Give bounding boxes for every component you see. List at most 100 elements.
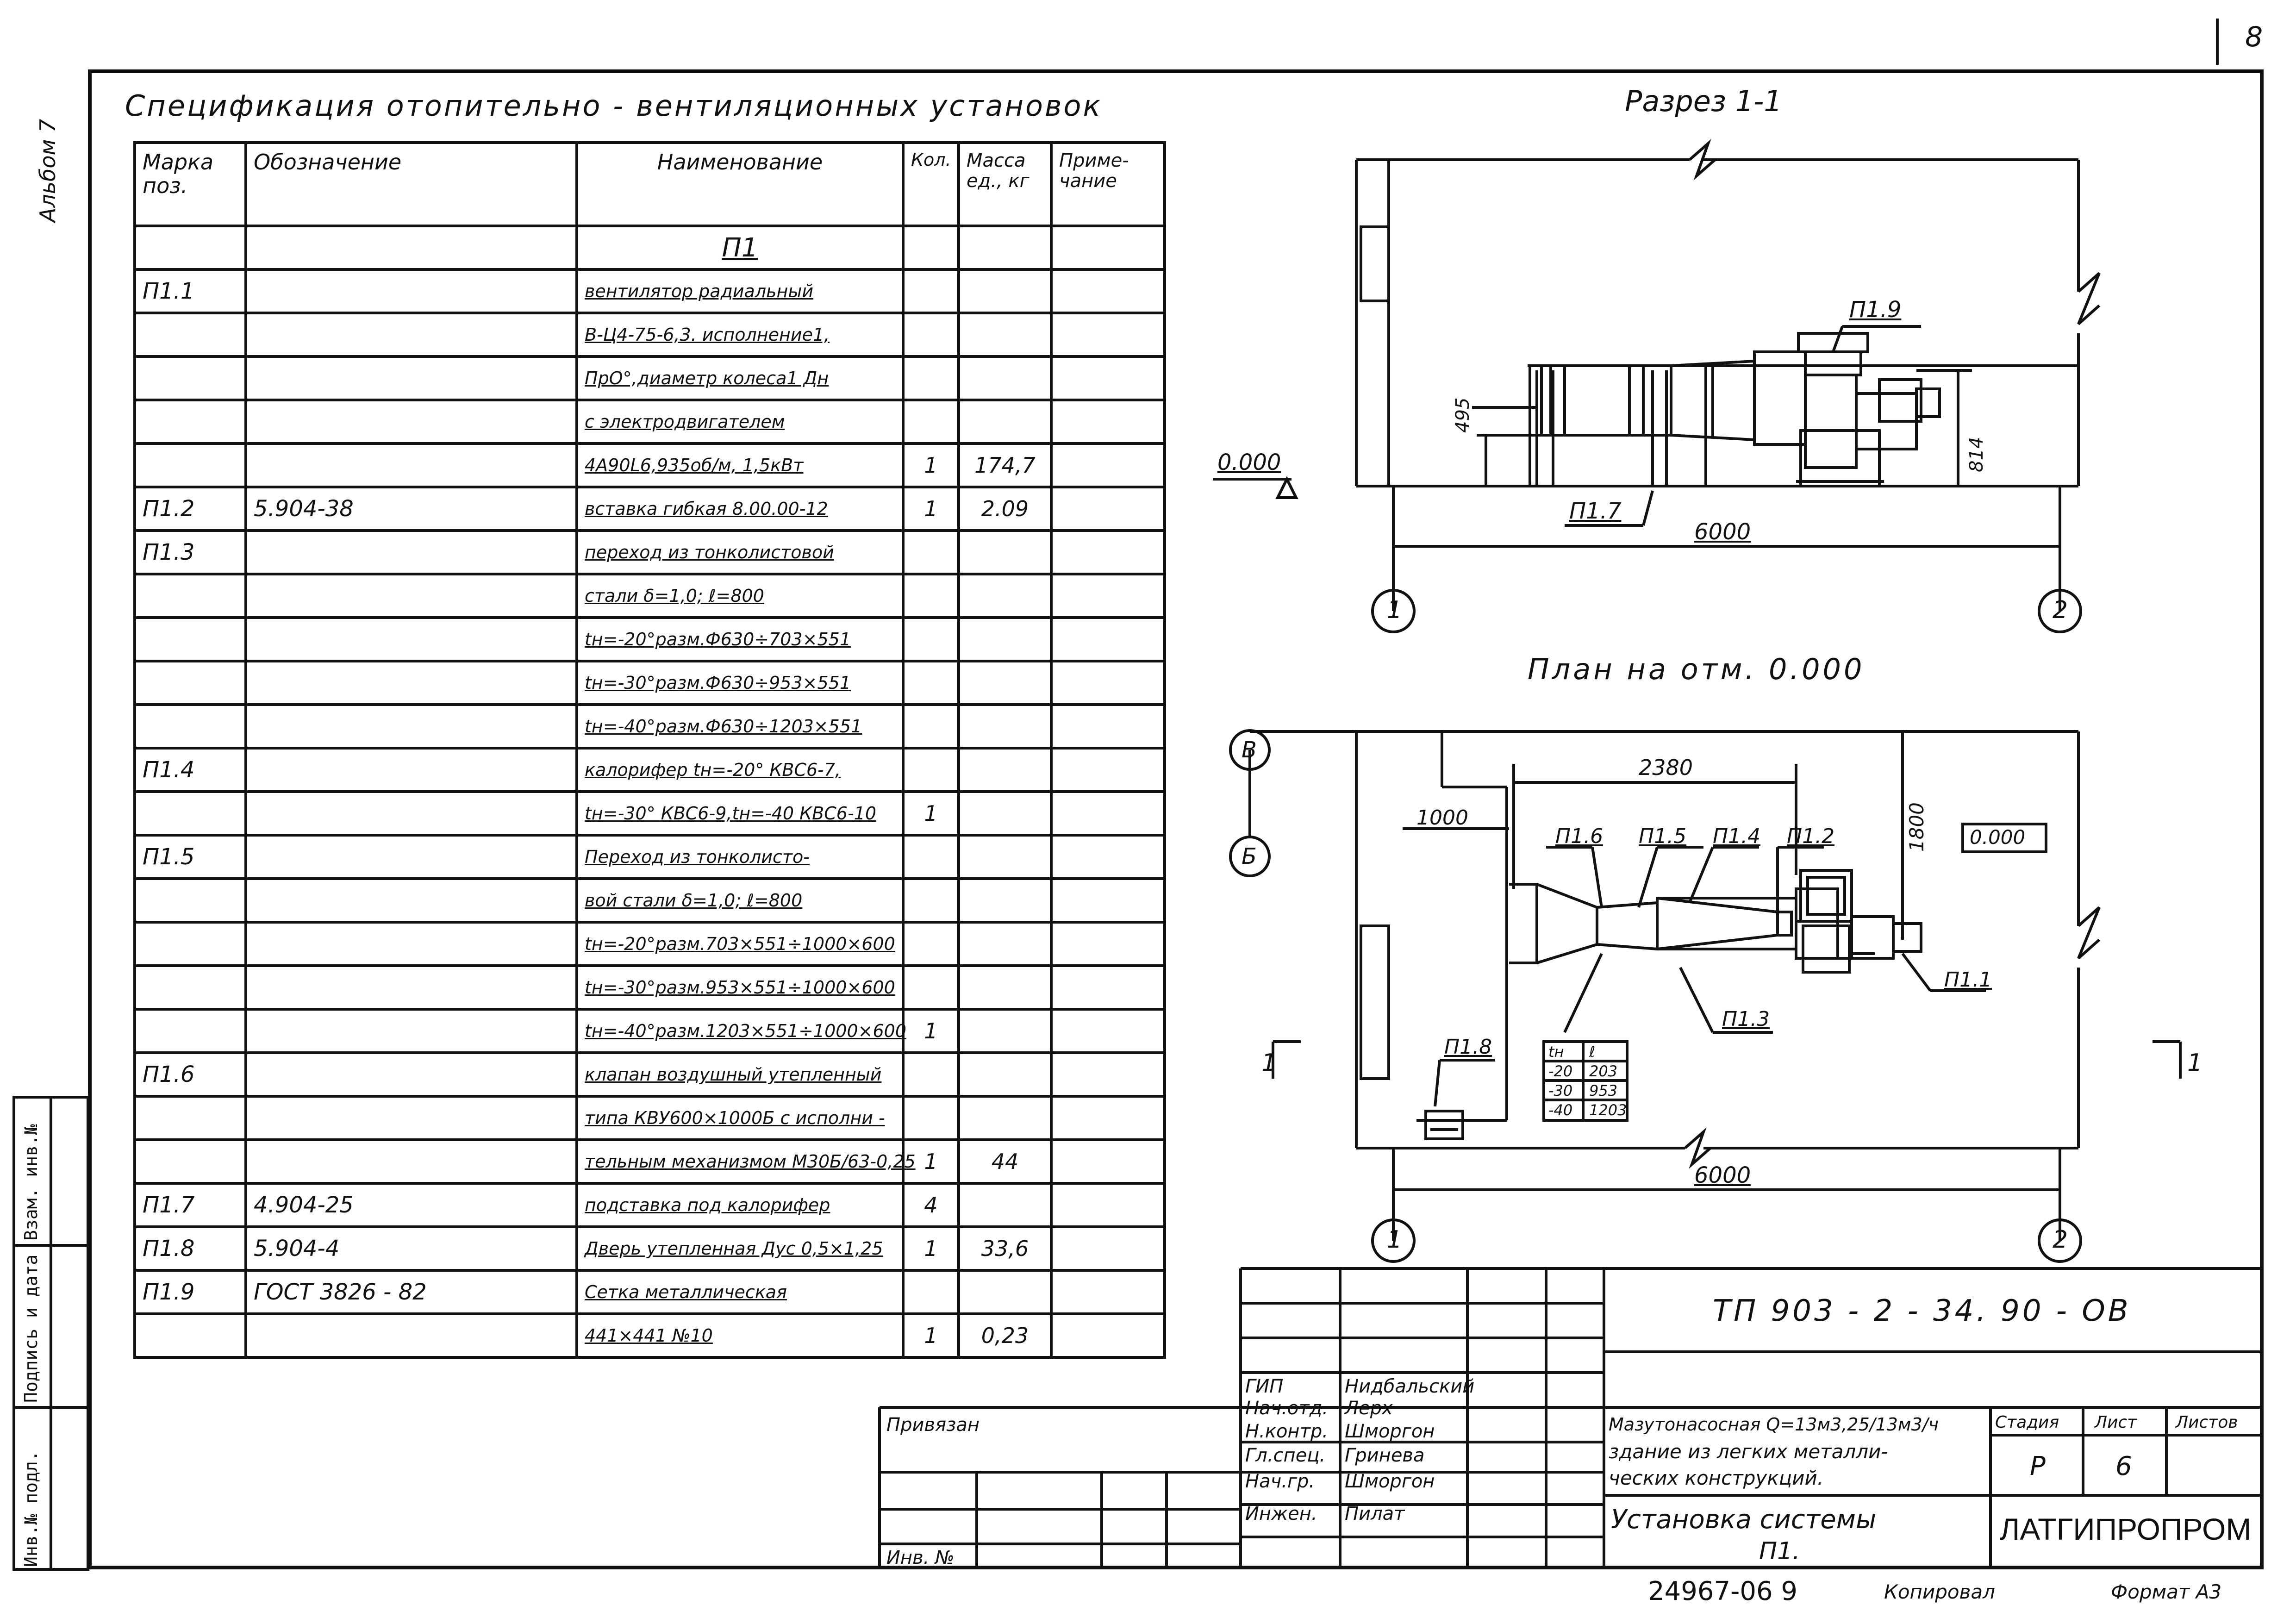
- sheet-name-line1: Установка системы: [1611, 1505, 1877, 1535]
- spec-cell-mass: 0,23: [957, 1312, 1053, 1359]
- spec-cell-mark: [133, 616, 247, 662]
- spec-cell-qty: [902, 1051, 960, 1098]
- spec-cell-note: [1050, 616, 1166, 662]
- spec-cell-name: П1: [575, 225, 905, 271]
- temp-table-cell: 1203: [1589, 1101, 1627, 1119]
- plan-elevation: 0.000: [1970, 826, 2026, 849]
- spec-cell-designation: [244, 355, 578, 401]
- page-number: 8: [2245, 21, 2263, 53]
- spec-cell-mark: П1.1: [133, 268, 247, 314]
- copied-label: Копировал: [1884, 1580, 1995, 1603]
- title-block-lines: [878, 1267, 2264, 1569]
- spec-cell-note: [1050, 921, 1166, 967]
- spec-cell-qty: [902, 964, 960, 1011]
- staff-name: Шморгон: [1345, 1421, 1435, 1442]
- plan-dim-6000: 6000: [1694, 1162, 1751, 1188]
- spec-cell-qty: 1: [902, 486, 960, 532]
- spec-cell-qty: [902, 921, 960, 967]
- spec-cell-mass: 174,7: [957, 442, 1053, 488]
- spec-cell-mark: [133, 877, 247, 924]
- spec-table: Марка поз. Обозначение Наименование Кол.…: [133, 141, 1166, 1359]
- spec-row: tн=-40°разм.Ф630÷1203×551: [133, 703, 1166, 750]
- spec-cell-qty: [902, 747, 960, 793]
- spec-cell-designation: [244, 225, 578, 271]
- object-line2: здание из легких металли-: [1609, 1440, 1888, 1463]
- spec-cell-qty: 1: [902, 790, 960, 837]
- section-dim-6000: 6000: [1694, 519, 1751, 545]
- spec-cell-note: [1050, 660, 1166, 706]
- spec-cell-qty: [902, 703, 960, 750]
- spec-row: tн=-20°разм.703×551÷1000×600: [133, 921, 1166, 967]
- spec-cell-mark: [133, 573, 247, 619]
- plan-label-p14: П1.4: [1713, 824, 1761, 848]
- spec-cell-name: вой стали δ=1,0; ℓ=800: [575, 877, 905, 924]
- spec-cell-mark: [133, 703, 247, 750]
- plan-axis-v: В: [1242, 737, 1257, 763]
- spec-cell-mark: П1.3: [133, 529, 247, 575]
- staff-role: Гл.спец.: [1245, 1445, 1326, 1466]
- spec-cell-mark: [133, 1008, 247, 1054]
- section-elevation: 0.000: [1217, 450, 1281, 475]
- spec-cell-qty: [902, 1269, 960, 1315]
- plan-dim-1800: 1800: [1905, 802, 1928, 852]
- format-label: Формат А3: [2111, 1580, 2222, 1603]
- spec-cell-name: Сетка металлическая: [575, 1269, 905, 1315]
- side-stamp-lines: [12, 1096, 89, 1571]
- sheets-header: Листов: [2176, 1413, 2238, 1432]
- spec-cell-mark: П1.6: [133, 1051, 247, 1098]
- spec-cell-name: tн=-30°разм.Ф630÷953×551: [575, 660, 905, 706]
- plan-label-p18: П1.8: [1444, 1035, 1492, 1059]
- organization: ЛАТГИПРОПРОМ: [2000, 1512, 2252, 1546]
- staff-role: ГИП: [1245, 1376, 1284, 1397]
- spec-cell-mark: [133, 442, 247, 488]
- spec-cell-name: tн=-30° КВС6-9,tн=-40 КВС6-10: [575, 790, 905, 837]
- spec-cell-name: вставка гибкая 8.00.00-12: [575, 486, 905, 532]
- spec-cell-qty: 1: [902, 1225, 960, 1272]
- spec-cell-mark: [133, 1095, 247, 1141]
- spec-cell-mass: [957, 703, 1053, 750]
- plan-label-p12: П1.2: [1787, 824, 1835, 848]
- spec-cell-mass: [957, 1182, 1053, 1228]
- spec-cell-designation: [244, 312, 578, 358]
- spec-cell-mass: [957, 1008, 1053, 1054]
- spec-cell-mark: [133, 355, 247, 401]
- spec-cell-mark: [133, 399, 247, 445]
- stage-value: Р: [2030, 1451, 2046, 1481]
- plan-title: План на отм. 0.000: [1528, 652, 1865, 686]
- spec-cell-designation: [244, 399, 578, 445]
- section-axis-1: 1: [1387, 596, 1403, 624]
- spec-row: В-Ц4-75-6,3. исполнение1,: [133, 312, 1166, 358]
- plan-label-p15: П1.5: [1639, 824, 1687, 848]
- staff-role: Инжен.: [1245, 1503, 1317, 1524]
- spec-cell-qty: 1: [902, 442, 960, 488]
- spec-row: tн=-20°разм.Ф630÷703×551: [133, 616, 1166, 662]
- plan-label-p16: П1.6: [1555, 824, 1603, 848]
- stamp-sign-date: Подпись и дата: [21, 1254, 41, 1403]
- spec-cell-mark: П1.2: [133, 486, 247, 532]
- spec-cell-note: [1050, 312, 1166, 358]
- spec-cell-name: Дверь утепленная Дус 0,5×1,25: [575, 1225, 905, 1272]
- spec-title: Спецификация отопительно - вентиляционны…: [125, 89, 1102, 123]
- spec-cell-qty: 4: [902, 1182, 960, 1228]
- staff-name: Гринева: [1345, 1445, 1425, 1466]
- plan-dim-2380: 2380: [1639, 755, 1693, 780]
- spec-row: tн=-30°разм.Ф630÷953×551: [133, 660, 1166, 706]
- spec-cell-note: [1050, 1225, 1166, 1272]
- plan-axis-b: Б: [1242, 843, 1257, 869]
- spec-cell-note: [1050, 442, 1166, 488]
- temp-table-cell: -20: [1548, 1062, 1573, 1080]
- spec-cell-mark: [133, 921, 247, 967]
- spec-cell-note: [1050, 834, 1166, 880]
- plan-cut-left: 1: [1261, 1049, 1277, 1077]
- spec-cell-mark: [133, 660, 247, 706]
- staff-name: Нидбальский: [1345, 1376, 1475, 1397]
- plan-drawing: [1229, 729, 2182, 1263]
- spec-cell-mark: [133, 312, 247, 358]
- spec-cell-qty: [902, 399, 960, 445]
- spec-cell-mass: [957, 268, 1053, 314]
